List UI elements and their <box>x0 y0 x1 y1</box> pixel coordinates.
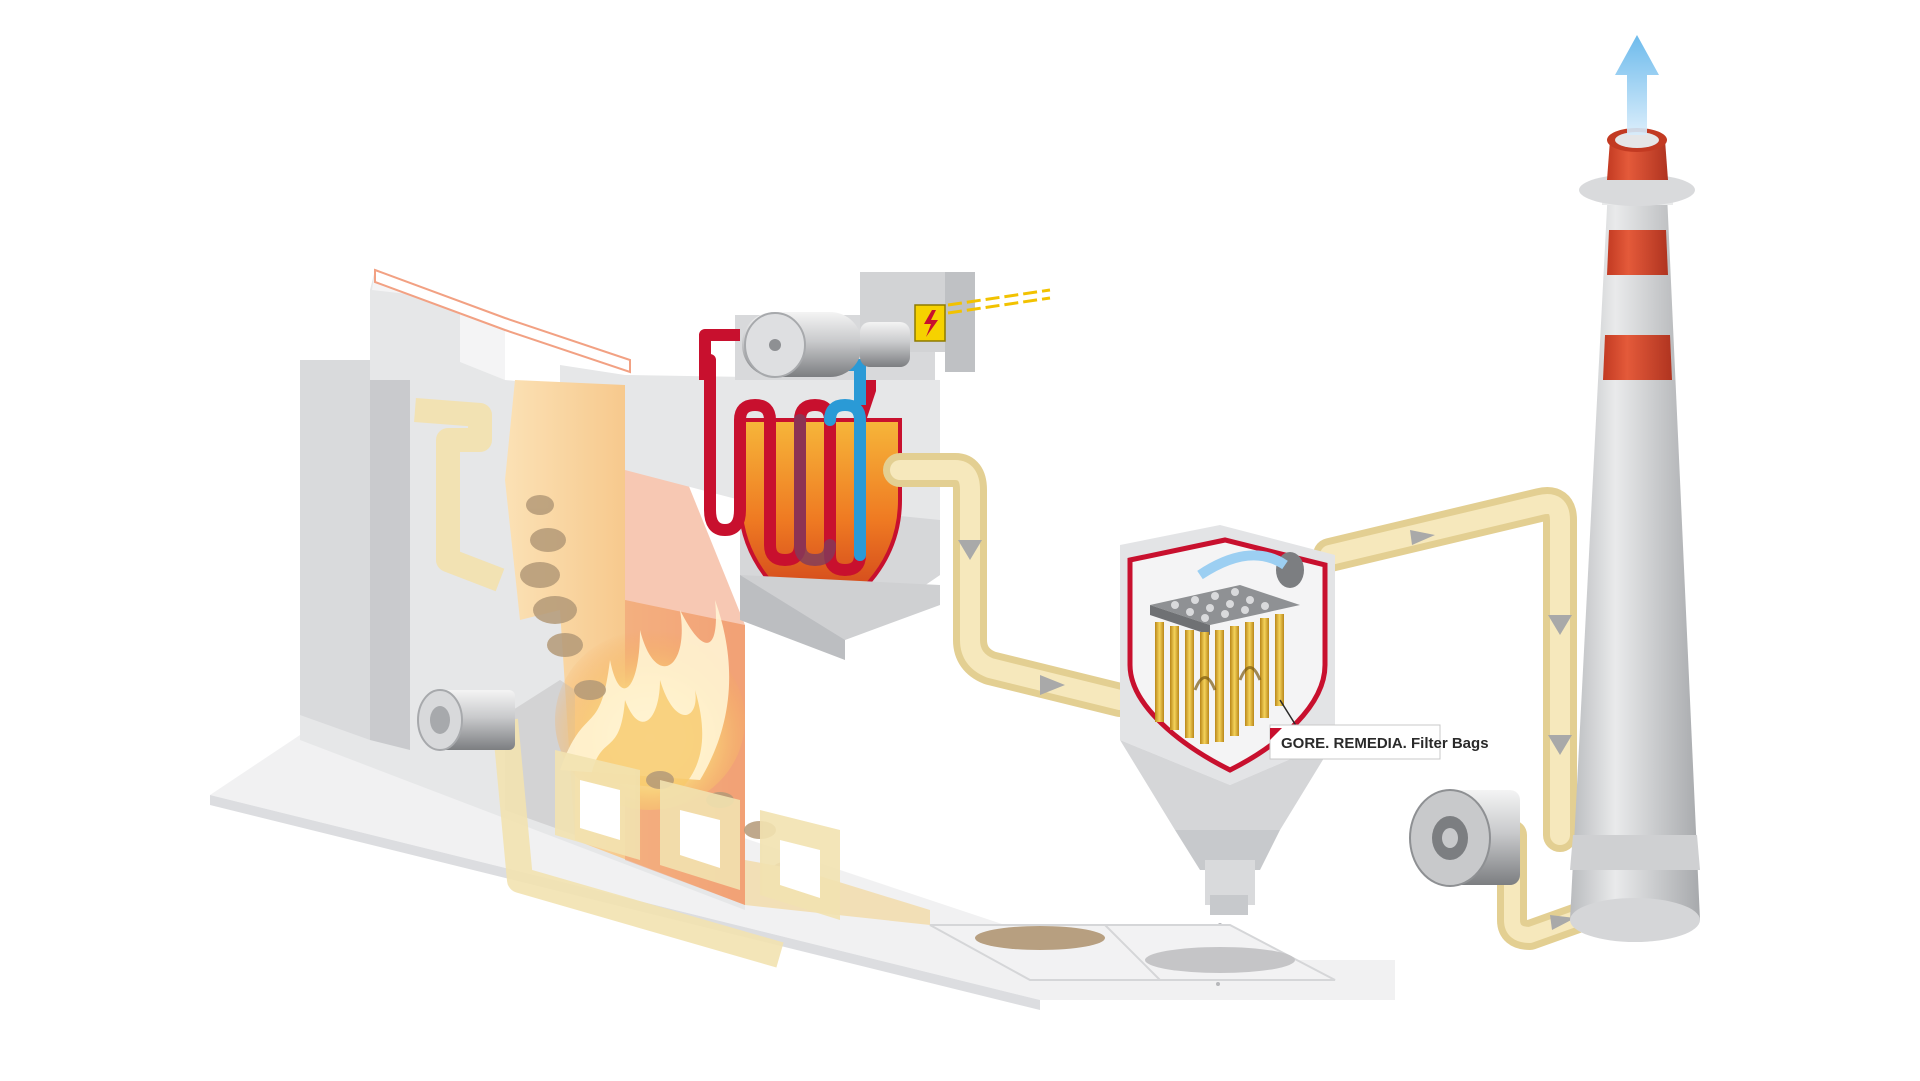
clean-exhaust-arrow <box>1615 35 1659 135</box>
ash-collection-trough <box>929 924 1336 981</box>
flow-arrow-right <box>1410 530 1435 545</box>
filter-bags-callout-label: GORE. REMEDIA. Filter Bags <box>1281 735 1489 752</box>
baghouse-filter <box>1120 525 1335 986</box>
callout-pointer <box>1269 699 1441 760</box>
flow-arrow-down <box>1548 735 1572 755</box>
induced-draft-fan <box>1409 789 1520 887</box>
chimney-stack <box>1570 128 1700 942</box>
lightning-icon <box>924 310 938 337</box>
boiler-hopper <box>740 575 940 660</box>
filter-bags <box>1155 614 1284 744</box>
primary-air-duct <box>414 398 840 968</box>
flow-arrow-down <box>958 540 982 560</box>
flow-direction-arrows <box>958 530 1575 930</box>
flow-arrow-right <box>1040 675 1065 695</box>
flow-arrow-right <box>1550 915 1575 930</box>
flue-gas-ducts <box>883 453 1615 950</box>
steam-turbine-generator <box>699 272 1051 405</box>
primary-air-fan <box>417 689 515 751</box>
flow-arrow-down <box>1548 615 1572 635</box>
gore-logo-icon <box>1270 728 1282 740</box>
